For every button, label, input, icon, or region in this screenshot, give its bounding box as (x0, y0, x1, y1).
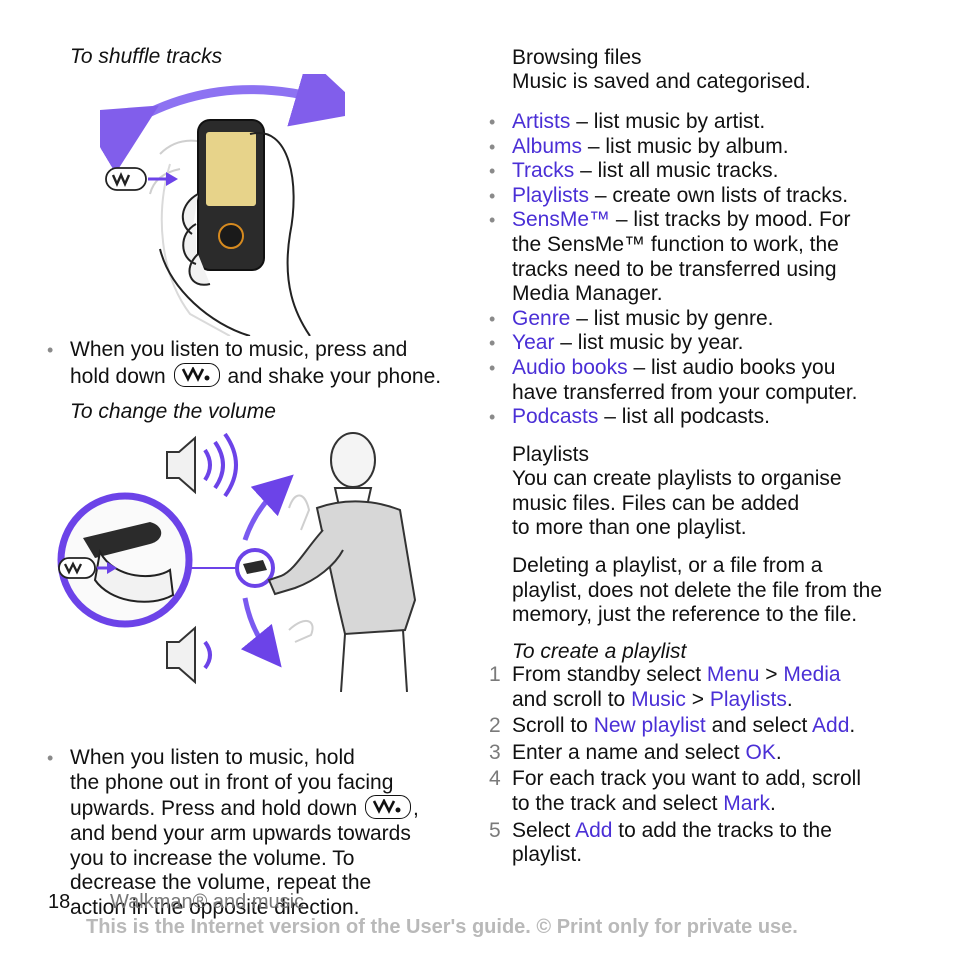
link-year[interactable]: Year (512, 331, 555, 355)
link-playlists[interactable]: Playlists (512, 183, 590, 207)
shuffle-illustration (100, 74, 345, 336)
playlists-paragraph-2: Deleting a playlist, or a file from a pl… (512, 554, 883, 627)
bullet: • (47, 340, 54, 360)
volume-line: upwards. Press and hold down , (70, 795, 460, 822)
list-item: •Playlists – create own lists of tracks. (489, 183, 849, 207)
man-figure (267, 432, 417, 692)
speaker-loud-icon (166, 432, 238, 498)
link-artists[interactable]: Artists (512, 110, 571, 133)
page-number: 18 (48, 891, 71, 913)
volume-line: you to increase the volume. To (70, 846, 355, 870)
step-4: 4 For each track you want to add, scroll… (489, 767, 861, 815)
internet-version-notice: This is the Internet version of the User… (86, 916, 798, 938)
link-new-playlist[interactable]: New playlist (593, 714, 706, 738)
list-item: •Podcasts – list all podcasts. (489, 405, 770, 429)
list-item: •Albums – list music by album. (489, 134, 789, 158)
link-sensme[interactable]: SensMe™ (512, 208, 611, 232)
step-2: 2 Scroll to New playlist and select Add. (489, 714, 856, 738)
link-albums[interactable]: Albums (512, 134, 583, 158)
link-media[interactable]: Media (783, 663, 841, 686)
link-ok[interactable]: OK (745, 740, 776, 764)
link-add-final[interactable]: Add (575, 818, 613, 842)
shuffle-instruction: • When you listen to music, press and ho… (47, 338, 460, 390)
volume-line: action in the opposite direction. (70, 895, 360, 919)
list-item: •Artists – list music by artist. (489, 110, 766, 133)
bullet: • (47, 748, 54, 769)
step-3: 3 Enter a name and select OK. (489, 740, 782, 764)
link-audio-books[interactable]: Audio books (512, 355, 628, 379)
volume-text: , (413, 797, 419, 821)
volume-line: When you listen to music, hold (70, 746, 355, 770)
shuffle-line: When you listen to music, press and (70, 338, 408, 361)
link-genre[interactable]: Genre (512, 306, 571, 330)
browsing-heading: Browsing files (512, 46, 642, 69)
create-playlist-heading: To create a playlist (512, 640, 687, 663)
browsing-intro: Music is saved and categorised. (512, 70, 811, 93)
shuffle-text: and shake your phone. (227, 364, 442, 388)
playlists-heading: Playlists (512, 443, 590, 466)
link-tracks[interactable]: Tracks (512, 159, 575, 183)
volume-heading: To change the volume (70, 400, 276, 423)
link-menu[interactable]: Menu (706, 663, 760, 686)
list-item: •Year – list music by year. (489, 331, 744, 355)
volume-instruction: • When you listen to music, hold the pho… (47, 746, 460, 920)
shuffle-line: hold down and shake your phone. (70, 362, 460, 390)
list-item: •Audio books – list audio books you have… (489, 355, 858, 404)
volume-line: and bend your arm upwards towards (70, 821, 411, 845)
shuffle-heading: To shuffle tracks (70, 45, 223, 68)
walkman-key-icon (365, 795, 412, 820)
link-podcasts[interactable]: Podcasts (512, 405, 599, 429)
link-mark[interactable]: Mark (723, 791, 770, 815)
list-item: •Genre – list music by genre. (489, 306, 774, 330)
volume-line: the phone out in front of you facing (70, 770, 394, 794)
category-list: •Artists – list music by artist. •Albums… (489, 110, 912, 430)
speaker-quiet-icon (166, 625, 212, 685)
steps-list: 1 From standby select Menu > Media and s… (489, 663, 912, 868)
list-item: •Tracks – list all music tracks. (489, 159, 779, 183)
step-1: 1 From standby select Menu > Media and s… (489, 663, 841, 711)
section-title: Walkman® and music (110, 891, 305, 913)
volume-line: decrease the volume, repeat the (70, 871, 372, 895)
walkman-key-icon (173, 362, 220, 387)
playlists-paragraph-1: You can create playlists to organise mus… (512, 467, 842, 540)
link-music[interactable]: Music (631, 687, 686, 711)
volume-text: upwards. Press and hold down (70, 797, 358, 821)
step-5: 5 Select Add to add the tracks to the pl… (489, 818, 832, 867)
link-playlists-step[interactable]: Playlists (709, 687, 787, 711)
shuffle-text: hold down (70, 364, 166, 388)
link-add[interactable]: Add (812, 714, 850, 738)
list-item: •SensMe™ – list tracks by mood. For the … (489, 208, 851, 306)
volume-illustration (57, 432, 417, 692)
